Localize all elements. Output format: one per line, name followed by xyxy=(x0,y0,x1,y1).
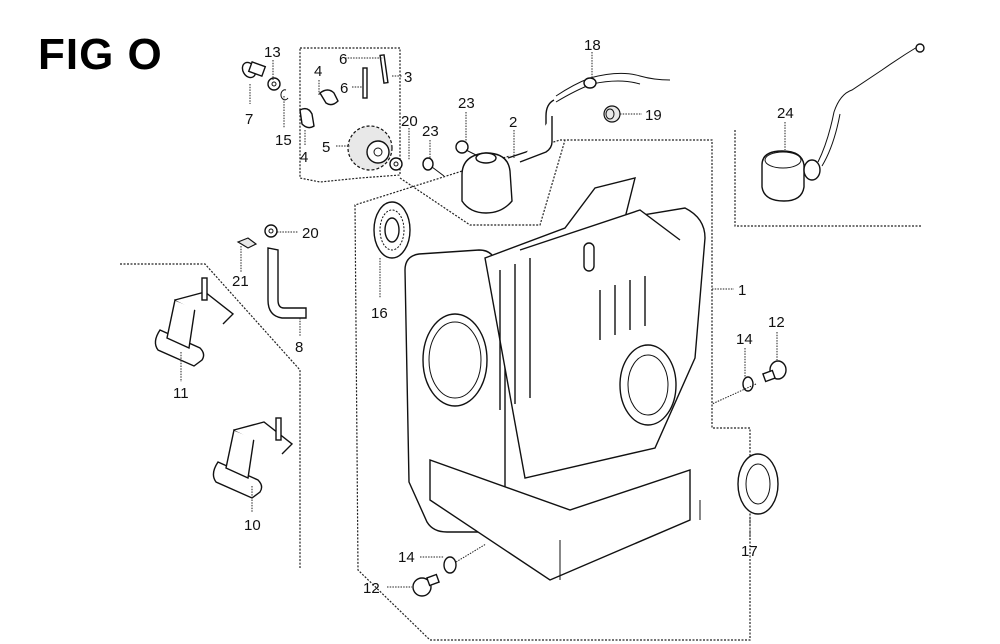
governor-shaft-part xyxy=(241,61,267,79)
callout-20a: 20 xyxy=(401,113,418,130)
callout-7: 7 xyxy=(245,111,253,128)
callout-16: 16 xyxy=(371,305,388,322)
callout-13: 13 xyxy=(264,44,281,61)
washer-14-bottom-part xyxy=(443,556,457,574)
nut-20-part xyxy=(264,224,278,238)
leader-lines xyxy=(180,52,786,588)
breather-chamber-part xyxy=(461,99,555,214)
breather-group-box xyxy=(399,139,566,226)
callout-4a: 4 xyxy=(314,63,322,80)
washer-20-part xyxy=(389,157,403,171)
callout-18: 18 xyxy=(584,37,601,54)
callout-6b: 6 xyxy=(340,80,348,97)
oil-seal-17-part xyxy=(737,453,779,515)
callout-6a: 6 xyxy=(339,51,347,68)
callout-23a: 23 xyxy=(458,95,475,112)
callout-14b: 14 xyxy=(398,549,415,566)
washer-13-part xyxy=(267,77,281,91)
governor-weight-part xyxy=(299,89,339,129)
bearing-16-part xyxy=(373,201,411,259)
drain-bolt-12-right-part xyxy=(762,360,787,383)
callout-19: 19 xyxy=(645,107,662,124)
governor-gear-part xyxy=(347,125,393,171)
bolt-23-part xyxy=(422,140,479,177)
callout-3: 3 xyxy=(404,69,412,86)
oil-alert-unit-part xyxy=(761,43,925,202)
pin-6-part xyxy=(362,54,389,99)
callout-24: 24 xyxy=(777,105,794,122)
breather-hose-part xyxy=(555,72,671,103)
grommet-18-part xyxy=(583,77,597,89)
callout-8: 8 xyxy=(295,339,303,356)
washer-14-right-part xyxy=(742,376,754,392)
drain-bolt-12-bottom-part xyxy=(412,573,440,597)
callout-21: 21 xyxy=(232,273,249,290)
governor-group-box xyxy=(299,47,401,183)
oil-alert-group-box xyxy=(734,130,922,227)
crankcase-group-box xyxy=(354,139,751,641)
mount-group-box xyxy=(120,263,301,568)
callout-4b: 4 xyxy=(300,149,308,166)
breather-tube-8-part xyxy=(267,247,307,319)
callout-20b: 20 xyxy=(302,225,319,242)
callout-17: 17 xyxy=(741,543,758,560)
plug-19-part xyxy=(603,105,621,123)
callout-5: 5 xyxy=(322,139,330,156)
callout-11: 11 xyxy=(173,385,189,402)
callout-1: 1 xyxy=(738,282,746,299)
clip-21-part xyxy=(236,237,258,249)
mount-rubber-11-part xyxy=(154,277,235,367)
callout-2: 2 xyxy=(509,114,517,131)
callout-12b: 12 xyxy=(363,580,380,597)
callout-15: 15 xyxy=(275,132,292,149)
callout-10: 10 xyxy=(244,517,261,534)
callout-12a: 12 xyxy=(768,314,785,331)
crankcase-part xyxy=(404,177,706,581)
figure-title: FIG O xyxy=(38,30,163,79)
callout-23b: 23 xyxy=(422,123,439,140)
clip-15-part xyxy=(280,89,289,101)
callout-14a: 14 xyxy=(736,331,753,348)
mount-rubber-10-part xyxy=(212,417,294,499)
